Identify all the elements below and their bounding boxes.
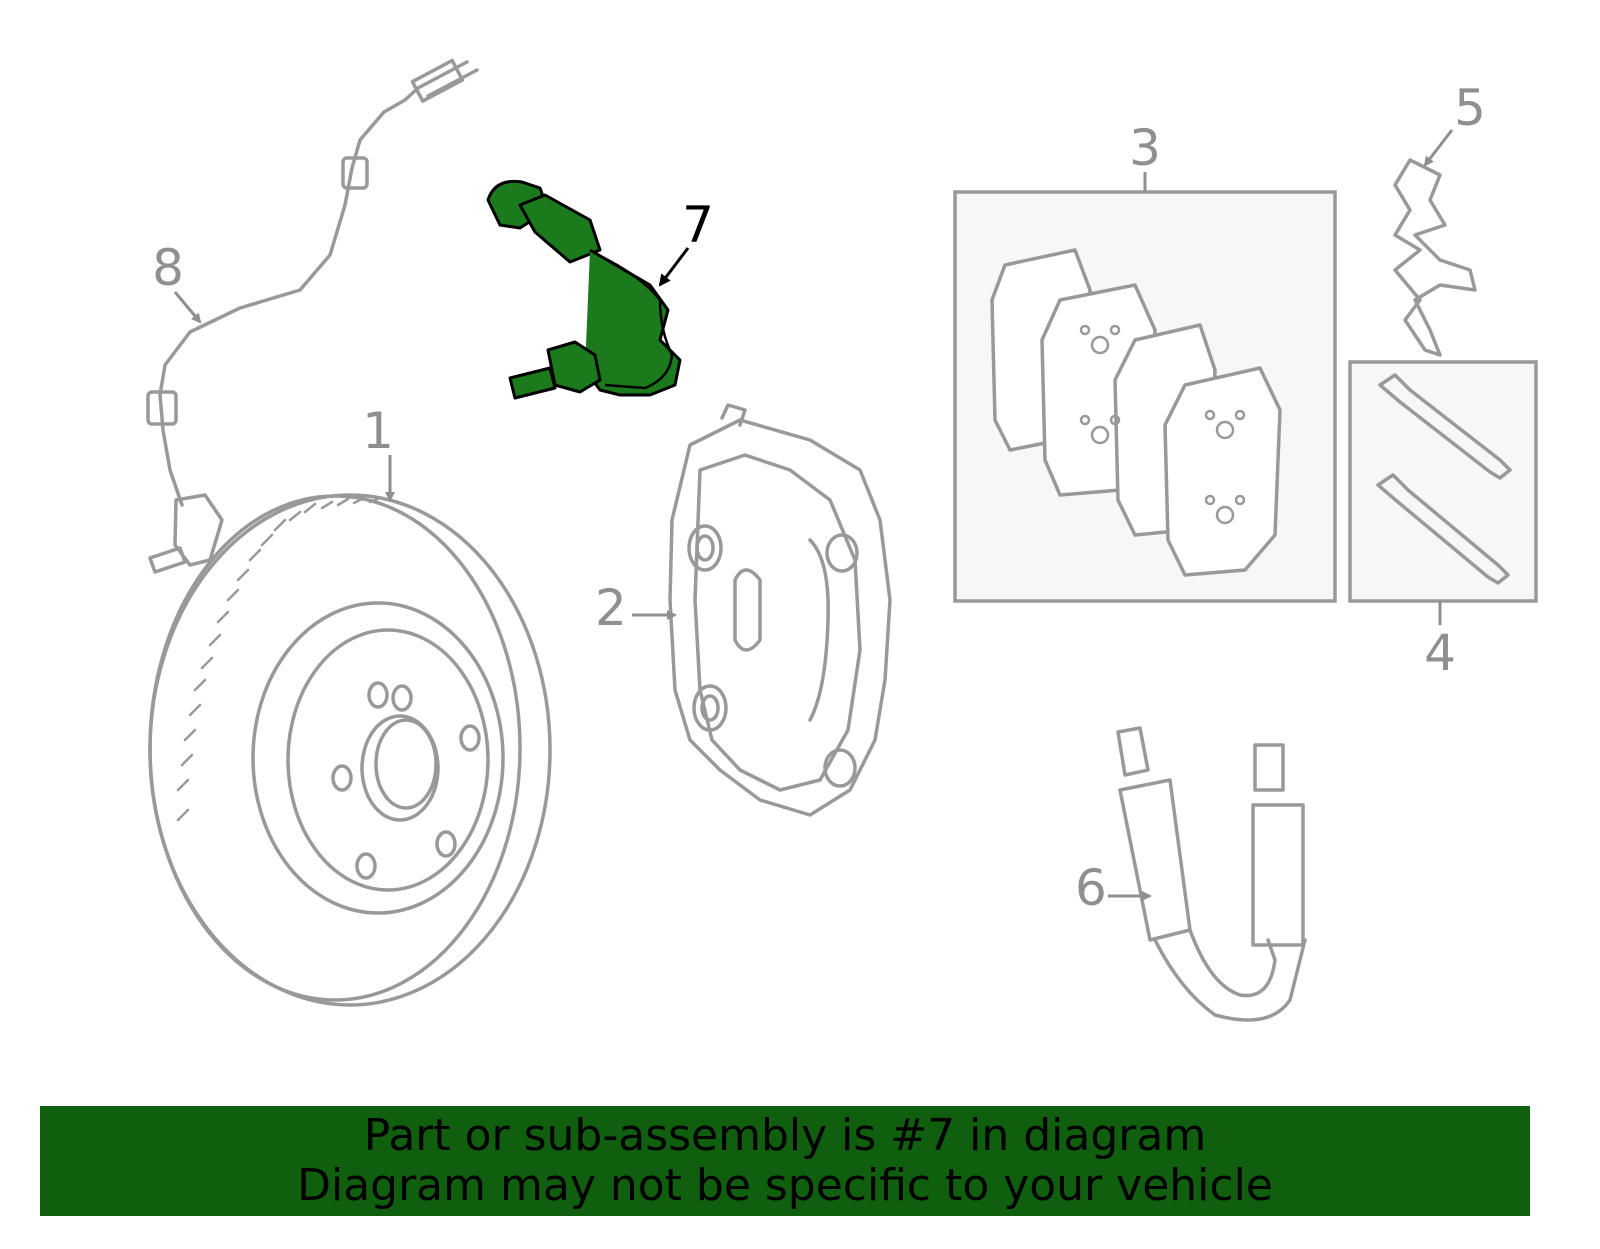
- callout-2: 2: [595, 579, 677, 637]
- callout-4: 4: [1424, 601, 1456, 682]
- abs-sensor-part: [146, 58, 479, 574]
- callout-1: 1: [362, 402, 395, 502]
- svg-text:6: 6: [1075, 859, 1107, 917]
- callout-6: 6: [1075, 859, 1152, 917]
- svg-text:7: 7: [682, 196, 714, 254]
- callout-7: 7: [658, 196, 714, 287]
- disclaimer-banner: Part or sub-assembly is #7 in diagram Di…: [40, 1106, 1530, 1216]
- anti-rattle-spring-part: [1393, 158, 1477, 357]
- brake-rotor-part: [148, 493, 552, 1007]
- svg-text:3: 3: [1129, 119, 1161, 177]
- callout-8: 8: [152, 239, 202, 324]
- svg-text:2: 2: [595, 579, 627, 637]
- brake-caliper-part: [668, 403, 892, 817]
- callout-5: 5: [1423, 79, 1486, 167]
- svg-text:4: 4: [1424, 624, 1456, 682]
- banner-line-part-number: Part or sub-assembly is #7 in diagram: [363, 1110, 1207, 1161]
- callout-3: 3: [1129, 119, 1161, 192]
- svg-text:5: 5: [1454, 79, 1486, 137]
- svg-text:1: 1: [362, 402, 394, 460]
- guide-pins-part: [1348, 360, 1538, 603]
- brake-pads-part: [953, 190, 1337, 603]
- svg-text:8: 8: [152, 239, 184, 297]
- banner-line-disclaimer: Diagram may not be specific to your vehi…: [297, 1160, 1273, 1211]
- brake-hose-part: [1116, 726, 1307, 1022]
- wear-sensor-part: [486, 179, 682, 400]
